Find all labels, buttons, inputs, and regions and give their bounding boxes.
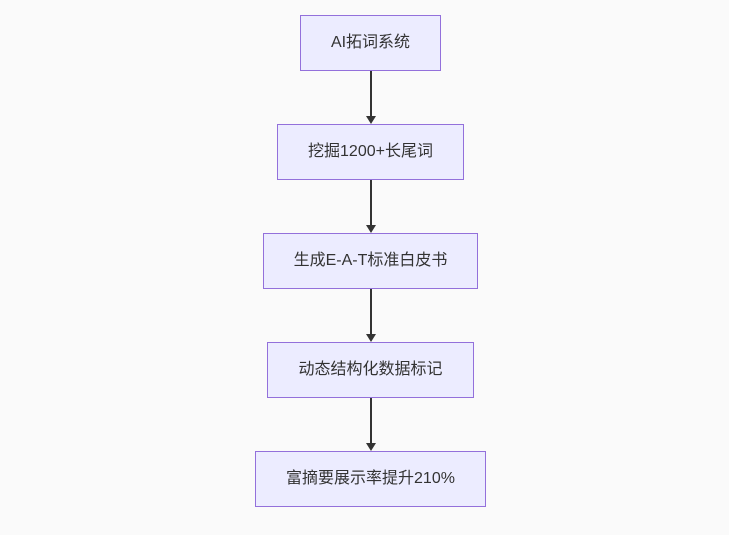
arrowhead-down-icon [365,334,376,342]
flowchart-node-ai-expansion-system: AI拓词系统 [299,15,442,71]
edge-line [369,71,372,116]
flowchart: AI拓词系统 挖掘1200+长尾词 生成E-A-T标准白皮书 动态结构化数据标记… [12,15,729,507]
arrowhead-down-icon [365,225,376,233]
flowchart-node-structured-data-markup: 动态结构化数据标记 [267,342,474,398]
arrowhead-down-icon [365,443,376,451]
edge-line [369,180,372,225]
flowchart-node-eat-whitepaper: 生成E-A-T标准白皮书 [262,233,479,289]
flowchart-edge-2 [365,180,376,233]
flowchart-edge-3 [365,289,376,342]
edge-line [369,289,372,334]
flowchart-node-rich-snippet-rate: 富摘要展示率提升210% [255,451,486,507]
arrowhead-down-icon [365,116,376,124]
flowchart-edge-1 [365,71,376,124]
edge-line [369,398,372,443]
flowchart-node-longtail-keywords: 挖掘1200+长尾词 [277,124,464,180]
flowchart-edge-4 [365,398,376,451]
